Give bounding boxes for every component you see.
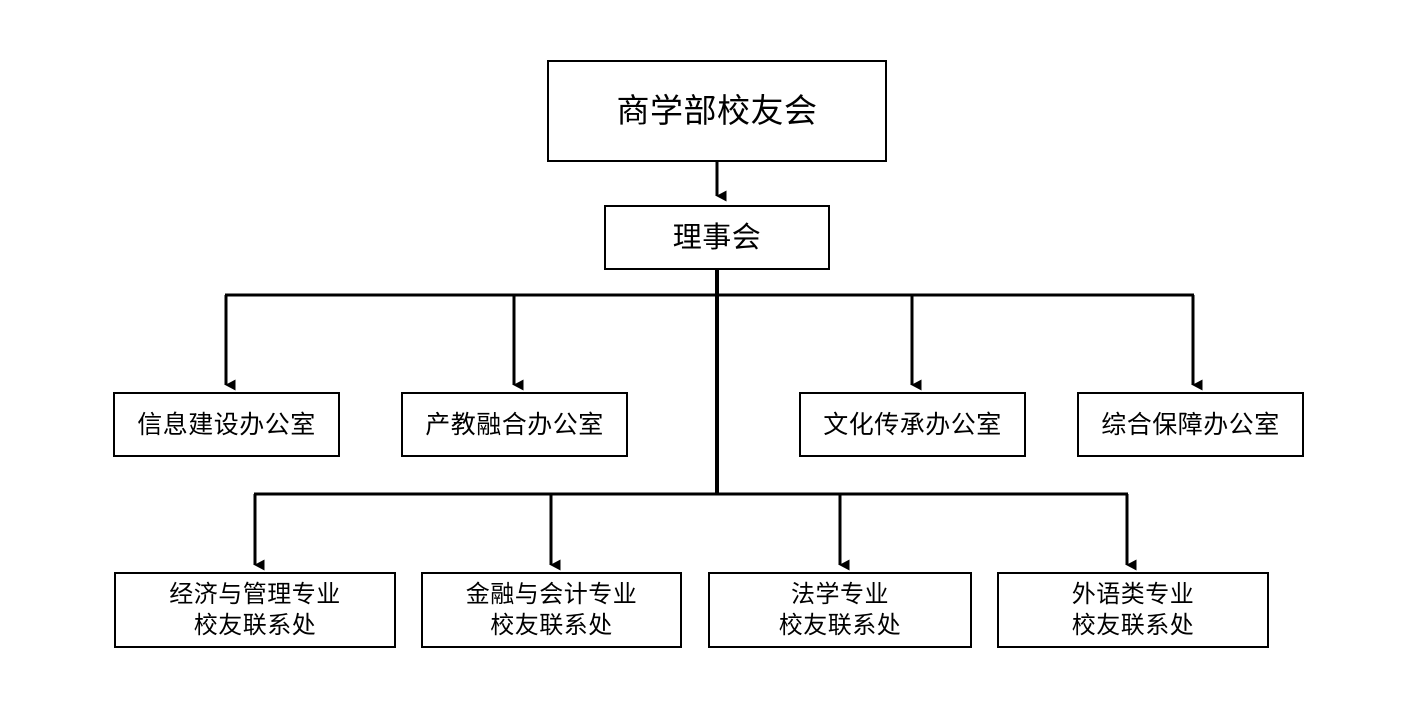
node-office-1-label: 信息建设办公室 bbox=[137, 409, 316, 439]
node-office-4-label: 综合保障办公室 bbox=[1101, 409, 1280, 439]
node-liaison-3-label: 法学专业 校友联系处 bbox=[778, 580, 902, 639]
node-office-industry-education-integration[interactable]: 产教融合办公室 bbox=[401, 392, 628, 457]
node-board-of-directors[interactable]: 理事会 bbox=[604, 205, 830, 270]
node-liaison-2-label: 金融与会计专业 校友联系处 bbox=[465, 580, 638, 639]
node-liaison-economics-management[interactable]: 经济与管理专业 校友联系处 bbox=[114, 572, 396, 648]
node-liaison-4-label: 外语类专业 校友联系处 bbox=[1071, 580, 1195, 639]
node-root-alumni-association[interactable]: 商学部校友会 bbox=[547, 60, 887, 162]
node-office-comprehensive-support[interactable]: 综合保障办公室 bbox=[1077, 392, 1304, 457]
node-office-3-label: 文化传承办公室 bbox=[823, 409, 1002, 439]
node-liaison-1-label: 经济与管理专业 校友联系处 bbox=[169, 580, 341, 639]
node-office-2-label: 产教融合办公室 bbox=[425, 409, 604, 439]
node-root-label: 商学部校友会 bbox=[616, 90, 818, 130]
node-office-information-construction[interactable]: 信息建设办公室 bbox=[113, 392, 340, 457]
node-liaison-law[interactable]: 法学专业 校友联系处 bbox=[708, 572, 972, 648]
node-office-cultural-heritage[interactable]: 文化传承办公室 bbox=[799, 392, 1026, 457]
node-liaison-foreign-languages[interactable]: 外语类专业 校友联系处 bbox=[997, 572, 1269, 648]
node-liaison-finance-accounting[interactable]: 金融与会计专业 校友联系处 bbox=[421, 572, 682, 648]
node-board-label: 理事会 bbox=[672, 219, 762, 254]
